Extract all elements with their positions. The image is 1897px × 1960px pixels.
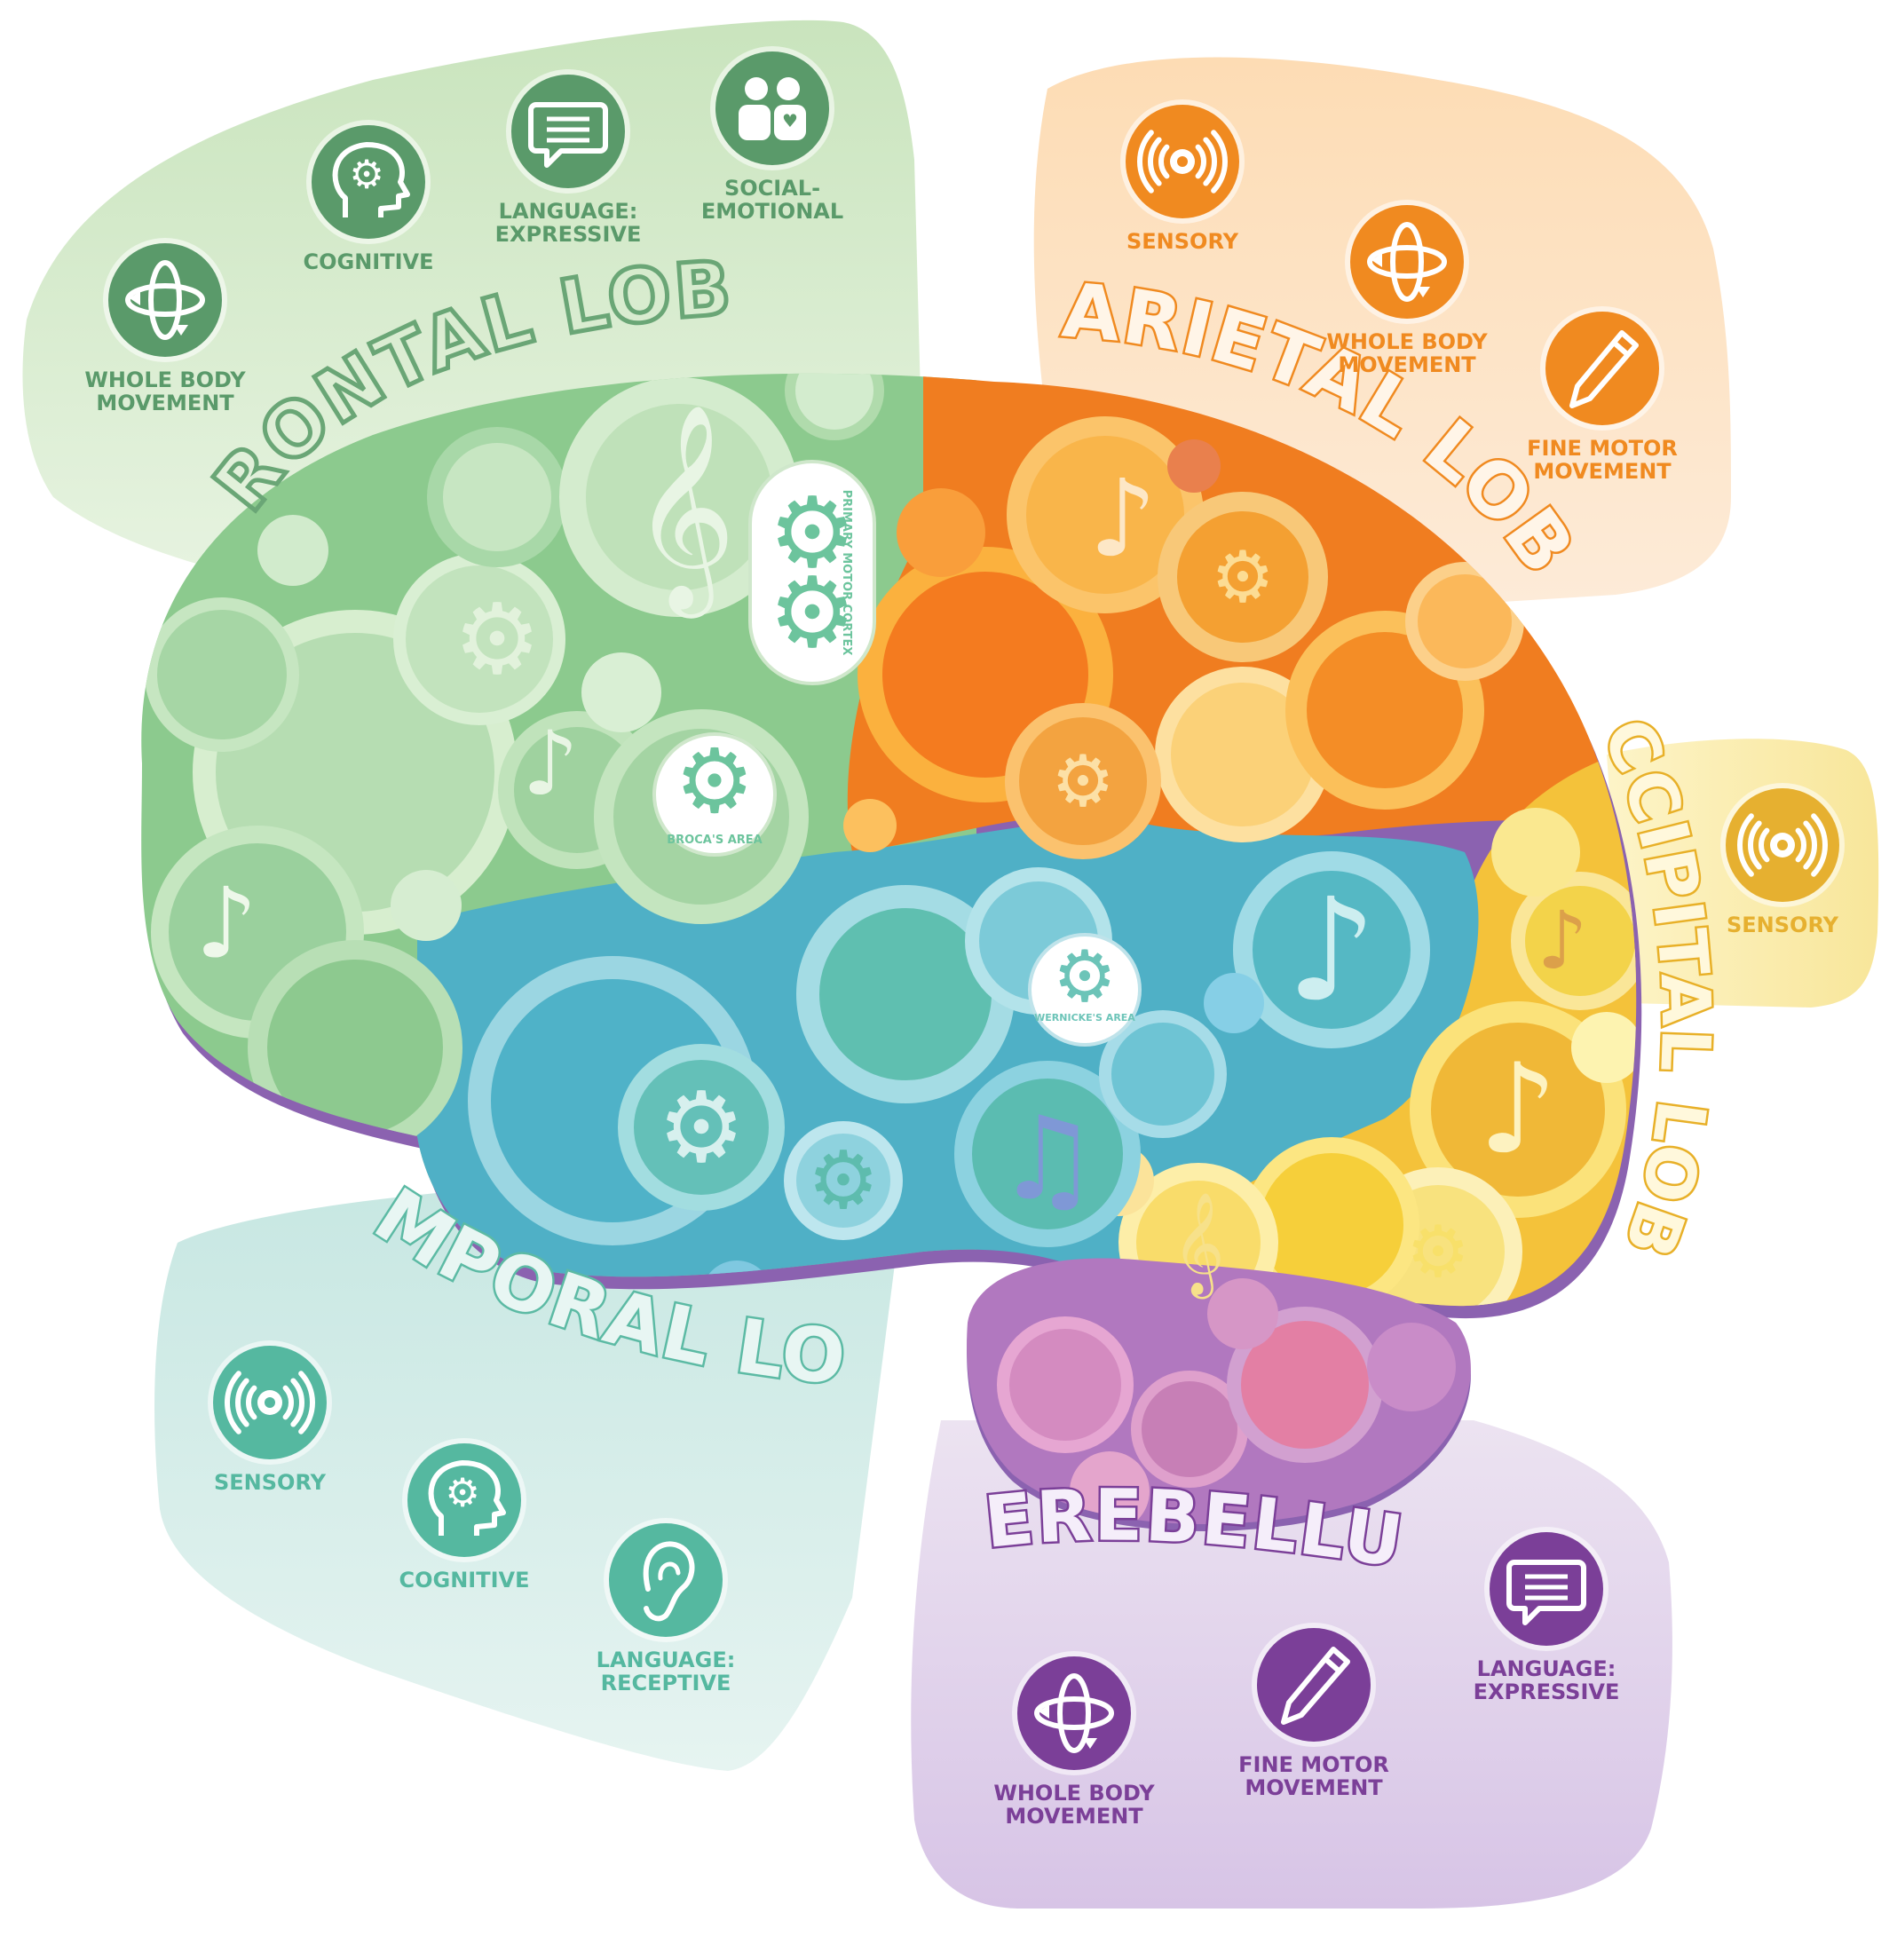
sensory-waves-icon xyxy=(1137,130,1228,194)
gear-icon: ⚙ xyxy=(1211,536,1275,619)
svg-text:⚙: ⚙ xyxy=(349,153,383,198)
pencil-icon xyxy=(1281,1647,1350,1725)
icon-label: SENSORY xyxy=(1126,229,1239,254)
icon-badge xyxy=(1017,1656,1131,1770)
icon-label: EMOTIONAL xyxy=(701,199,843,224)
speech-bubble-icon xyxy=(1506,1560,1586,1625)
icon-label: MOVEMENT xyxy=(96,391,234,415)
icon-badge xyxy=(609,1523,723,1637)
ear-icon xyxy=(643,1541,695,1622)
cognitive-head-gear-icon: ⚙ xyxy=(332,142,410,217)
sensory-waves-icon xyxy=(1737,813,1828,877)
gear-icon: ⚙ xyxy=(1406,1211,1470,1293)
wernickes-area-badge: ⚙ WERNICKE'S AREA xyxy=(1028,933,1142,1047)
music-note-icon: ♪ xyxy=(1478,1038,1557,1182)
icon-label: WHOLE BODY xyxy=(84,368,246,392)
icon-badge xyxy=(715,51,829,165)
parietal-sensory-waves-item: SENSORY xyxy=(1120,99,1245,254)
motor-cortex-label: PRIMARY MOTOR CORTEX xyxy=(840,490,853,656)
treble-clef-icon: 𝄞 xyxy=(1172,1191,1224,1300)
whole-body-movement-icon xyxy=(1034,1673,1114,1753)
parietal-bubbles xyxy=(843,416,1524,859)
decor-gears: ⚙ ⚙ ⚙ ⚙ ⚙ ⚙ xyxy=(454,536,1470,1293)
svg-text:⚙: ⚙ xyxy=(445,1471,479,1516)
temporal-bubbles xyxy=(468,851,1430,1332)
sensory-waves-icon xyxy=(225,1371,315,1434)
wernicke-gear-icon: ⚙ xyxy=(1053,936,1117,1018)
icon-label: LANGUAGE: xyxy=(499,199,638,224)
gear-icon: ⚙ xyxy=(454,582,541,696)
icon-label: COGNITIVE xyxy=(304,249,434,274)
temporal-panel xyxy=(154,1181,906,1771)
icon-label: MOVEMENT xyxy=(1533,459,1672,484)
pencil-icon xyxy=(1569,330,1639,408)
treble-clef-icon: 𝄞 xyxy=(631,403,736,619)
frontal-speech-bubble-item: LANGUAGE:EXPRESSIVE xyxy=(495,69,642,247)
motor-gear-top-icon: ⚙ xyxy=(769,476,857,589)
music-note-icon: ♪ xyxy=(1537,895,1587,988)
icon-label: LANGUAGE: xyxy=(1477,1656,1616,1681)
icon-badge xyxy=(108,243,222,357)
brocas-area-label: BROCA'S AREA xyxy=(667,834,762,847)
icon-badge xyxy=(1350,205,1464,319)
icon-label: MOVEMENT xyxy=(1005,1804,1143,1829)
icon-label: COGNITIVE xyxy=(399,1568,530,1592)
icon-label: RECEPTIVE xyxy=(601,1671,731,1695)
whole-body-movement-icon xyxy=(125,260,205,340)
frontal-cognitive-head-gear-item: ⚙ COGNITIVE xyxy=(304,120,434,274)
icon-label: EXPRESSIVE xyxy=(495,222,642,247)
music-note-icon: ♪ xyxy=(195,866,257,980)
icon-label: WHOLE BODY xyxy=(1326,329,1488,354)
occipital-sensory-waves-item: SENSORY xyxy=(1720,783,1845,937)
icon-label: SENSORY xyxy=(1727,913,1839,937)
wernickes-area-label: WERNICKE'S AREA xyxy=(1034,1012,1135,1023)
temporal-ear-item: LANGUAGE:RECEPTIVE xyxy=(597,1518,736,1695)
gear-icon: ⚙ xyxy=(1051,740,1115,823)
music-note-icon: ♪ xyxy=(1089,458,1158,581)
icon-label: EXPRESSIVE xyxy=(1474,1679,1620,1704)
icon-label: SOCIAL- xyxy=(724,176,820,201)
svg-text:♥: ♥ xyxy=(782,110,798,131)
broca-gear-icon: ⚙ xyxy=(675,730,755,834)
brocas-area-badge: ⚙ BROCA'S AREA xyxy=(652,730,777,857)
icon-label: FINE MOTOR xyxy=(1527,436,1678,461)
frontal-bubbles xyxy=(145,373,884,1155)
gear-icon: ⚙ xyxy=(658,1071,746,1184)
icon-badge xyxy=(1545,312,1659,425)
double-note-icon: ♫ xyxy=(996,1091,1100,1226)
gear-icon: ⚙ xyxy=(808,1134,880,1228)
temporal-cognitive-head-gear-item: ⚙ COGNITIVE xyxy=(399,1438,530,1592)
motor-cortex-badge: ⚙ ⚙ PRIMARY MOTOR CORTEX xyxy=(748,460,876,685)
cognitive-head-gear-icon: ⚙ xyxy=(428,1460,506,1536)
social-emotional-people-icon: ♥ xyxy=(739,77,806,140)
temporal-sensory-waves-item: SENSORY xyxy=(208,1340,332,1495)
icon-label: SENSORY xyxy=(214,1470,327,1495)
music-notes: 𝄞 ♪ ♪ ♪ ♪ ♫ ♪ 𝄞 ♪ xyxy=(195,403,1588,1300)
icon-label: WHOLE BODY xyxy=(993,1781,1155,1806)
music-note-icon: ♪ xyxy=(522,712,579,816)
motor-gear-bottom-icon: ⚙ xyxy=(769,556,857,669)
icon-badge xyxy=(1257,1628,1371,1742)
cerebellum-speech-bubble-item: LANGUAGE:EXPRESSIVE xyxy=(1474,1527,1620,1704)
whole-body-movement-icon xyxy=(1367,222,1447,302)
speech-bubble-icon xyxy=(528,102,608,168)
icon-label: FINE MOTOR xyxy=(1238,1752,1389,1777)
icon-label: MOVEMENT xyxy=(1338,352,1476,377)
icon-label: LANGUAGE: xyxy=(597,1648,736,1672)
frontal-social-emotional-people-item: ♥ SOCIAL-EMOTIONAL xyxy=(701,46,843,224)
music-note-icon: ♪ xyxy=(1286,867,1377,1033)
icon-label: MOVEMENT xyxy=(1245,1775,1383,1800)
function-icons: WHOLE BODYMOVEMENT⚙COGNITIVELANGUAGE:EXP… xyxy=(84,46,1845,1829)
